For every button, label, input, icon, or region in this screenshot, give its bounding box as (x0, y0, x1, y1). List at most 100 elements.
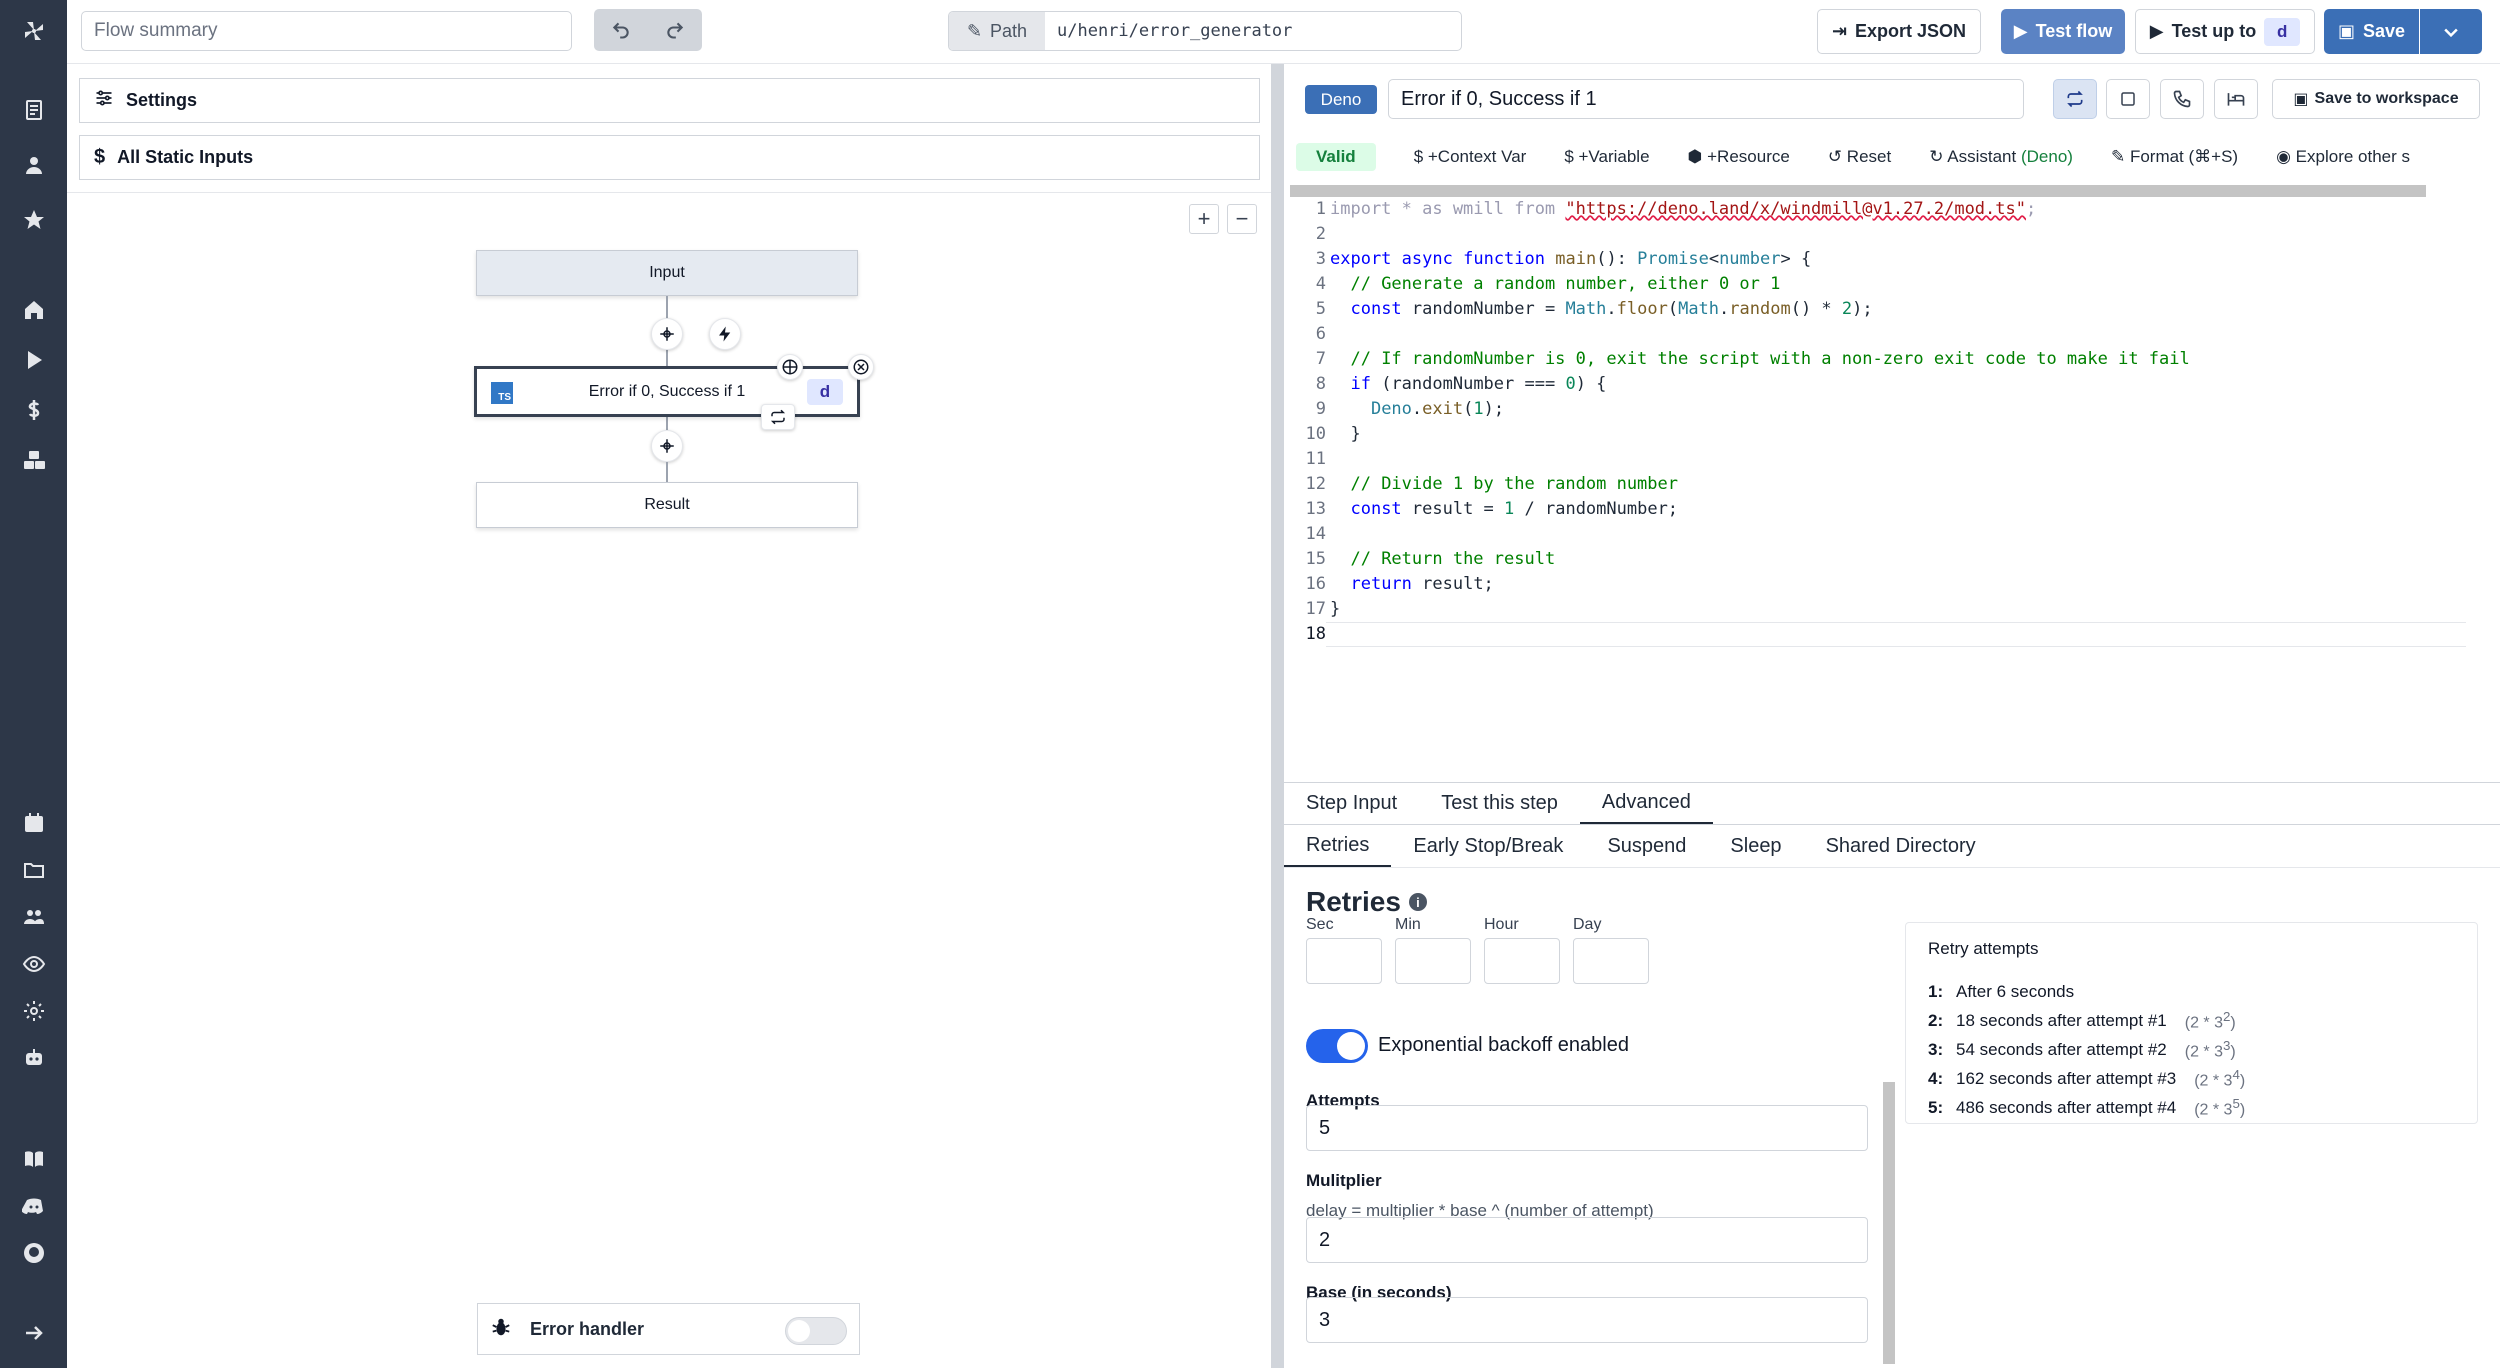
settings-vertical-scrollbar[interactable] (1883, 1082, 1895, 1364)
schedules-calendar-icon[interactable] (0, 800, 67, 846)
reset-button[interactable]: ↺ Reset (1827, 147, 1892, 166)
scripts-icon[interactable] (0, 87, 67, 133)
move-step-button[interactable] (777, 354, 803, 380)
result-node[interactable]: Result (476, 482, 858, 528)
save-to-workspace-button[interactable]: ▣ Save to workspace (2272, 79, 2480, 119)
base-input[interactable]: 3 (1306, 1297, 1868, 1343)
info-icon[interactable]: i (1408, 893, 1427, 911)
code-line: } (1330, 599, 1341, 619)
retry-attempts-title: Retry attempts (1928, 939, 2039, 958)
exponential-backoff-label: Exponential backoff enabled (1378, 1034, 1629, 1056)
code-line-current (1326, 622, 2466, 647)
test-up-to-button[interactable]: ▶ Test up to d (2135, 9, 2315, 54)
step-id-badge: d (2264, 17, 2301, 46)
assistant-button[interactable]: ↻ Assistant (Deno) (1929, 147, 2073, 166)
hours-input[interactable] (1484, 938, 1560, 984)
plus-move-icon (660, 327, 674, 341)
step-id-badge: d (807, 379, 843, 405)
step-editor-panel: Deno Error if 0, Success if 1 ▣ Save to … (1284, 64, 2500, 1368)
add-trigger-button[interactable] (709, 318, 741, 350)
editor-horizontal-scrollbar[interactable] (1290, 185, 2426, 197)
workers-bot-icon[interactable] (0, 1035, 67, 1081)
attempts-input[interactable]: 5 (1306, 1105, 1868, 1151)
tab-advanced[interactable]: Advanced (1579, 783, 1713, 824)
static-inputs-accordion[interactable]: $ All Static Inputs (79, 135, 1260, 180)
export-json-button[interactable]: ⇥ Export JSON (1817, 9, 1981, 54)
retry-attempt-row: 3: 54 seconds after attempt #2 (2 * 33) (1928, 1037, 2236, 1061)
sliders-icon (94, 88, 114, 113)
settings-accordion[interactable]: Settings (79, 78, 1260, 123)
seconds-input[interactable] (1306, 938, 1382, 984)
edge (666, 462, 668, 482)
folders-icon[interactable] (0, 847, 67, 893)
retry-settings-button[interactable] (2053, 79, 2097, 119)
code-editor[interactable]: 1 2 3 4 5 6 7 8 9 10 11 12 13 14 15 16 1… (1284, 197, 2500, 782)
format-button[interactable]: ✎ Format (⌘+S) (2110, 147, 2239, 166)
redo-button[interactable] (648, 9, 702, 51)
flow-summary-input[interactable]: Flow summary (81, 11, 572, 51)
save-button[interactable]: ▣ Save (2324, 9, 2419, 54)
star-icon[interactable] (0, 197, 67, 243)
multiplier-input[interactable]: 2 (1306, 1217, 1868, 1263)
save-dropdown-button[interactable] (2420, 9, 2482, 54)
suspend-button[interactable] (2160, 79, 2204, 119)
test-flow-button[interactable]: ▶ Test flow (2001, 9, 2125, 54)
sleep-button[interactable] (2214, 79, 2258, 119)
zoom-out-button[interactable]: − (1227, 204, 1257, 234)
variable-button[interactable]: $ +Variable (1564, 147, 1650, 166)
subtab-retries[interactable]: Retries (1284, 825, 1392, 867)
subtab-shared-directory[interactable]: Shared Directory (1825, 834, 1976, 857)
tab-test-this-step[interactable]: Test this step (1441, 792, 1558, 814)
path-input[interactable]: u/henri/error_generator (1057, 21, 1293, 41)
settings-gear-icon[interactable] (0, 988, 67, 1034)
runs-play-icon[interactable] (0, 337, 67, 383)
variables-dollar-icon[interactable] (0, 387, 67, 433)
formula: (2 * 32) (2184, 1008, 2236, 1032)
early-stop-button[interactable] (2106, 79, 2150, 119)
panel-resize-handle[interactable] (1271, 64, 1284, 1368)
resources-boxes-icon[interactable] (0, 437, 67, 483)
editor-toolbar: Valid $ +Context Var $ +Variable ⬢ +Reso… (1284, 136, 2500, 178)
explore-button[interactable]: ◉ Explore other s (2276, 147, 2411, 166)
error-handler-box[interactable]: Error handler (477, 1303, 860, 1355)
flow-graph-panel: Settings $ All Static Inputs + − Input T… (67, 64, 1271, 1368)
code-line: // Return the result (1350, 549, 1556, 569)
duration-label: Sec (1306, 916, 1334, 933)
tab-step-input[interactable]: Step Input (1306, 792, 1398, 814)
discord-icon[interactable] (0, 1183, 67, 1229)
github-icon[interactable] (0, 1230, 67, 1276)
add-step-button[interactable] (651, 430, 683, 462)
bed-icon (2227, 93, 2245, 106)
subtab-sleep[interactable]: Sleep (1730, 834, 1782, 857)
exponential-backoff-toggle[interactable] (1306, 1029, 1368, 1063)
user-icon[interactable] (0, 142, 67, 188)
audit-eye-icon[interactable] (0, 941, 67, 987)
resource-button[interactable]: ⬢ +Resource (1687, 147, 1790, 166)
language-badge: Deno (1305, 85, 1377, 114)
close-circle-icon (853, 359, 869, 375)
add-step-button[interactable] (651, 318, 683, 350)
code-line (1326, 447, 2466, 472)
zoom-in-button[interactable]: + (1189, 204, 1219, 234)
groups-icon[interactable] (0, 894, 67, 940)
delete-step-button[interactable] (848, 354, 874, 380)
sidebar (0, 0, 67, 1368)
subtab-early-stop[interactable]: Early Stop/Break (1413, 834, 1564, 857)
days-input[interactable] (1573, 938, 1649, 984)
subtab-suspend[interactable]: Suspend (1607, 834, 1687, 857)
windmill-logo-icon[interactable] (0, 8, 67, 54)
context-var-button[interactable]: $ +Context Var (1413, 147, 1527, 166)
docs-book-icon[interactable] (0, 1136, 67, 1182)
phone-icon (2173, 90, 2191, 108)
retry-indicator[interactable] (761, 404, 795, 430)
minutes-input[interactable] (1395, 938, 1471, 984)
input-node[interactable]: Input (476, 250, 858, 296)
typescript-icon: TS (491, 382, 513, 404)
step-node-d[interactable]: TS Error if 0, Success if 1 d (474, 366, 860, 417)
home-icon[interactable] (0, 287, 67, 333)
error-handler-toggle[interactable] (785, 1317, 847, 1345)
undo-button[interactable] (594, 9, 648, 51)
step-summary-input[interactable]: Error if 0, Success if 1 (1388, 79, 2024, 119)
expand-arrow-icon[interactable] (0, 1310, 67, 1356)
bug-icon (490, 1316, 512, 1343)
